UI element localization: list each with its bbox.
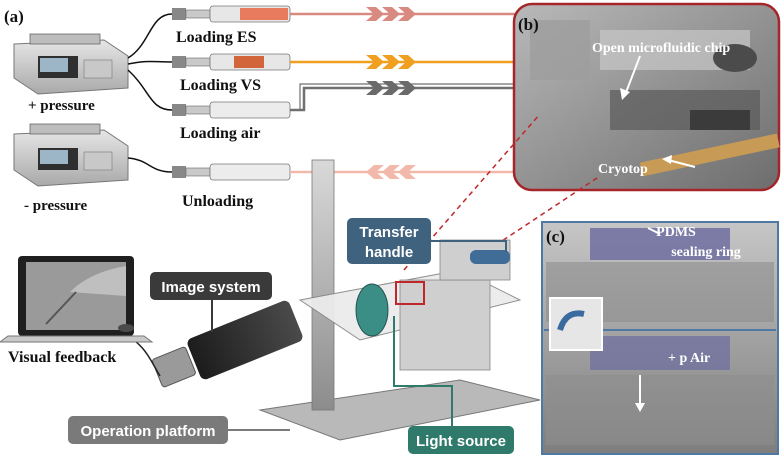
syringe-label-air: Loading air [180,125,260,142]
image-system-label: Image system [161,279,260,296]
es-arrows [366,7,416,21]
transfer-handle-line1: Transfer [359,224,418,241]
tube-unload [127,157,173,173]
air-label: + p Air [668,351,710,366]
syringe-label-es: Loading ES [176,29,257,46]
positive-pressure-label: + pressure [28,98,95,114]
zoom-line-left [403,113,541,271]
cryotop-label: Cryotop [598,162,648,177]
transfer-handle-line2: handle [365,244,413,261]
chip-label: Open microfluidic chip [592,41,730,56]
transfer-handle-tag [347,218,431,264]
syringe-label-unload: Unloading [182,193,253,210]
syringe-label-vs: Loading VS [180,77,261,94]
pdms-label-line2: sealing ring [671,245,741,260]
negative-pressure-label: - pressure [24,198,88,214]
air-flow-line-outline [290,83,606,111]
tube-air [127,69,173,111]
operation-platform-tag [68,416,228,444]
syringe-unload [172,163,291,181]
visual-feedback-label: Visual feedback [8,349,116,366]
panel-c [541,221,779,455]
pdms-label-line1: PDMS [656,225,696,240]
syringe-vs [172,53,291,71]
positive-pressure-pump [13,33,129,95]
panel-label-a: (a) [4,7,24,26]
laptop [0,256,154,343]
light-source-leader [393,316,453,426]
negative-pressure-pump [13,123,129,187]
light-source-label: Light source [416,433,506,450]
image-system-tag [150,272,272,300]
zoom-line-right [427,175,601,291]
tube-es [127,13,173,59]
syringe-air [172,101,291,119]
camera [152,300,303,388]
light-source-tag [408,426,514,454]
tube-vs [127,60,173,65]
syringe-es [172,5,291,23]
panel-label-c: (c) [546,227,565,246]
operation-platform-label: Operation platform [80,423,215,440]
vs-arrows [366,55,416,69]
air-arrows [366,81,416,95]
panel-label-b: (b) [518,15,539,34]
panel-b [512,2,781,192]
unload-arrows [366,165,416,179]
transfer-handle-leader [431,240,507,252]
apparatus [258,159,541,441]
